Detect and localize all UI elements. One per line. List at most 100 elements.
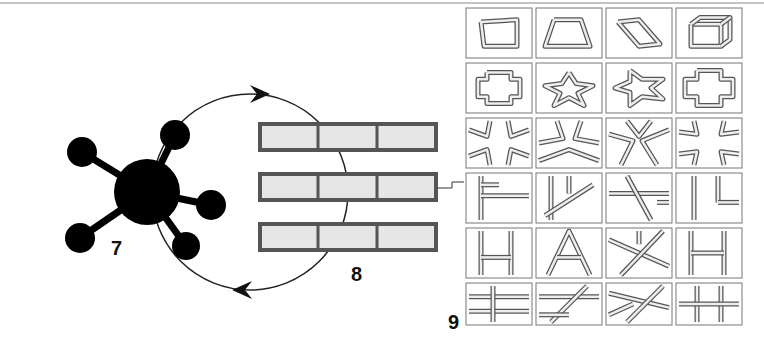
tile-frame (676, 8, 742, 58)
bar-divider (317, 224, 320, 250)
tile-band (557, 255, 581, 260)
pattern-tile (606, 173, 672, 223)
bar-divider (376, 224, 379, 250)
tile-band-core (539, 314, 569, 317)
network-nodes (65, 120, 226, 260)
tile-frame (536, 63, 602, 113)
tile-band-core (627, 176, 651, 220)
tile-band-core (510, 231, 513, 275)
pattern-tile (606, 228, 672, 278)
pattern-grid (466, 8, 742, 325)
tile-band (618, 20, 660, 46)
tile-band (721, 152, 739, 165)
tile-band-core (691, 18, 730, 47)
tile-frame (676, 173, 742, 223)
pattern-tile (536, 173, 602, 223)
tile-band (508, 150, 529, 165)
pattern-tile (676, 118, 742, 168)
tile-band (718, 200, 739, 205)
tile-band-core (469, 121, 490, 136)
tile-band (679, 302, 739, 307)
tile-frame (466, 118, 532, 168)
tile-frame (676, 283, 742, 325)
top-rule (0, 3, 764, 4)
tile-frame (606, 173, 672, 223)
tile-frame (606, 228, 672, 278)
tile-band (575, 121, 599, 143)
tile-band-core (691, 252, 724, 255)
bar-divider (376, 174, 379, 200)
leader-line (437, 182, 464, 188)
tile-band (637, 231, 642, 244)
tile-band-core (679, 121, 697, 134)
tile-band-core (721, 121, 739, 134)
tile-band-core (657, 201, 669, 204)
tile-band (469, 121, 490, 136)
tile-band-core (481, 184, 499, 187)
pattern-tile (536, 283, 602, 325)
tile-frame (606, 8, 672, 58)
tile-band (469, 150, 490, 165)
tile-band-core (492, 286, 495, 322)
tile-band-core (469, 296, 529, 299)
bar-divider (376, 124, 379, 150)
tile-band (657, 200, 669, 205)
tile-band (545, 20, 590, 46)
tile-band-core (481, 195, 529, 198)
tile-band (539, 312, 569, 317)
cycle-arrow (232, 281, 252, 299)
bar-divider (317, 124, 320, 150)
pattern-tile (466, 173, 532, 223)
tile-band (508, 121, 529, 136)
tile-band (481, 20, 517, 46)
tile-band (478, 73, 520, 104)
tile-band-core (539, 150, 599, 161)
tile-band (721, 18, 730, 25)
tile-band-core (679, 152, 697, 165)
tile-band-core (469, 150, 490, 165)
tile-band-core (568, 176, 571, 194)
tile-band (721, 121, 739, 134)
pattern-tile (676, 283, 742, 325)
data-bars (260, 124, 436, 250)
pattern-tile (606, 283, 672, 325)
tile-band-core (548, 231, 590, 275)
tile-band (491, 286, 496, 322)
tile-band-core (721, 152, 739, 165)
pattern-tile (606, 63, 672, 113)
tile-band (567, 176, 572, 194)
bar (260, 174, 436, 200)
pattern-tile (466, 283, 532, 325)
tile-frame (536, 228, 602, 278)
tile-frame (676, 228, 742, 278)
tile-frame (466, 283, 532, 325)
tile-band (679, 121, 697, 134)
tile-band-core (480, 231, 483, 275)
tile-band-core (609, 293, 669, 307)
tile-frame (466, 228, 532, 278)
pattern-tile (466, 8, 532, 58)
tile-band (642, 130, 669, 165)
tile-frame (676, 63, 742, 113)
tile-band (509, 231, 514, 275)
pattern-tile (466, 118, 532, 168)
tile-band-core (642, 130, 669, 165)
tile-band (692, 176, 697, 220)
tile-band-core (718, 201, 739, 204)
tile-frame (466, 8, 532, 58)
tile-band (679, 152, 697, 165)
tile-band-core (469, 310, 529, 313)
tile-band-core (685, 70, 733, 105)
tile-frame (536, 118, 602, 168)
tile-band-core (508, 150, 529, 165)
tile-band (615, 70, 663, 105)
tile-band-core (478, 73, 520, 104)
tile-band (627, 176, 651, 220)
pattern-tile (606, 118, 672, 168)
tile-band-core (609, 134, 633, 165)
tile-band (716, 176, 721, 202)
tile-band (691, 251, 724, 256)
pattern-tile (536, 8, 602, 58)
tile-band (469, 309, 529, 314)
tile-band-core (481, 20, 517, 46)
